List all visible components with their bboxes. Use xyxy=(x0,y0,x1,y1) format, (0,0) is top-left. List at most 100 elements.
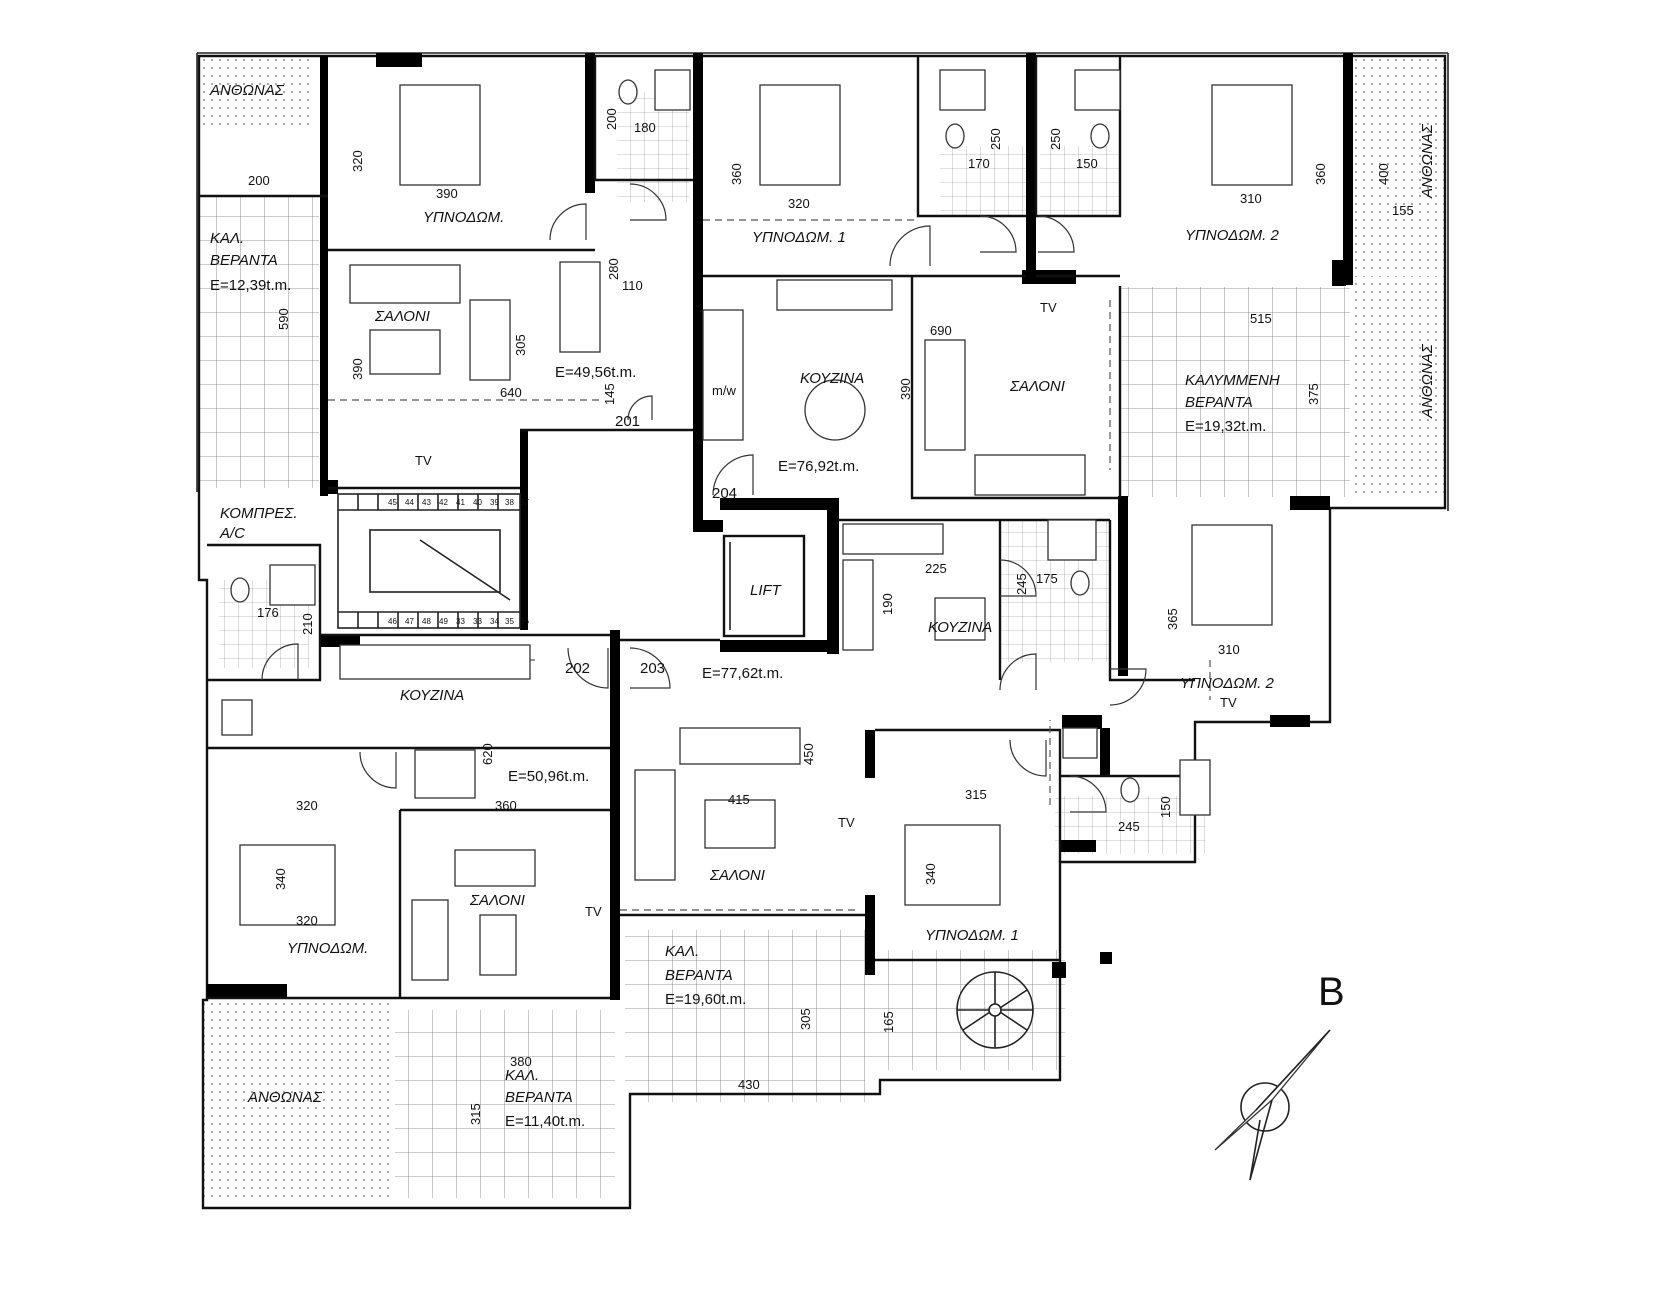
dim: 390 xyxy=(350,358,365,380)
dim: 310 xyxy=(1218,642,1240,657)
stair-number: 34 xyxy=(490,617,499,626)
dim: 415 xyxy=(728,792,750,807)
dim: 180 xyxy=(634,120,656,135)
label-anthonas-right-top: ΑΝΘΩΝΑΣ xyxy=(1419,123,1436,199)
label-mw: m/w xyxy=(712,383,736,398)
label-anthonas-right-mid: ΑΝΘΩΝΑΣ xyxy=(1419,343,1436,419)
area-veranda-d: E=11,40t.m. xyxy=(505,1113,585,1130)
dim: 250 xyxy=(988,128,1003,150)
spiral-stair xyxy=(956,971,1034,1049)
label-veranda-c-2: ΒΕΡΑΝΤΑ xyxy=(665,967,733,984)
label-tv-4: TV xyxy=(838,815,855,830)
dim: 200 xyxy=(248,173,270,188)
label-bedroom-a: ΥΠΝΟΔΩΜ. xyxy=(423,209,504,226)
dim: 225 xyxy=(925,561,947,576)
doors xyxy=(261,183,1147,813)
stair-number: 43 xyxy=(422,498,431,507)
label-compressor-1: ΚΟΜΠΡΕΣ. xyxy=(220,505,298,522)
dim: 320 xyxy=(788,196,810,211)
dim: 250 xyxy=(1048,128,1063,150)
dim: 375 xyxy=(1306,383,1321,405)
dim: 305 xyxy=(798,1008,813,1030)
dim: 310 xyxy=(1240,191,1262,206)
dim: 190 xyxy=(880,593,895,615)
area-labels: E=12,39t.m. E=49,56t.m. E=76,92t.m. E=19… xyxy=(210,277,1266,1130)
label-bedroom-c2: ΥΠΝΟΔΩΜ. 2 xyxy=(1180,675,1275,692)
dim: 380 xyxy=(510,1054,532,1069)
dim: 150 xyxy=(1158,796,1173,818)
label-veranda-b-2: ΒΕΡΑΝΤΑ xyxy=(1185,394,1253,411)
dim: 340 xyxy=(273,868,288,890)
dim: 210 xyxy=(300,613,315,635)
dim: 620 xyxy=(480,743,495,765)
dim: 110 xyxy=(622,278,643,293)
stair-number: 39 xyxy=(490,498,499,507)
stair-number: 42 xyxy=(439,498,448,507)
label-bedroom-d: ΥΠΝΟΔΩΜ. xyxy=(287,940,368,957)
label-kitchen-d: ΚΟΥΖΙΝΑ xyxy=(400,687,464,704)
label-bedroom-b1: ΥΠΝΟΔΩΜ. 1 xyxy=(752,229,846,246)
lift xyxy=(722,534,806,638)
label-kitchen-c: ΚΟΥΖΙΝΑ xyxy=(928,619,992,636)
area-veranda-b: E=19,32t.m. xyxy=(1185,418,1266,435)
flat-203: 203 xyxy=(640,660,665,677)
dim: 515 xyxy=(1250,311,1272,326)
dim: 590 xyxy=(276,308,291,330)
label-bedroom-b2: ΥΠΝΟΔΩΜ. 2 xyxy=(1185,227,1280,244)
stair-number: 47 xyxy=(405,617,414,626)
hatched-areas xyxy=(199,56,1445,1198)
dim: 150 xyxy=(1076,156,1098,171)
stair-number: 49 xyxy=(439,617,448,626)
dim: 430 xyxy=(738,1077,760,1092)
dim: 360 xyxy=(495,798,517,813)
label-veranda-d-1: ΚΑΛ. xyxy=(505,1067,539,1084)
stair-number: 45 xyxy=(388,498,397,507)
dim: 165 xyxy=(881,1011,896,1033)
dim: 640 xyxy=(500,385,522,400)
stair-numbers: 45 44 43 42 41 40 39 38 37 46 47 48 49 3… xyxy=(388,498,529,626)
dim: 200 xyxy=(604,108,619,130)
dim: 175 xyxy=(1036,571,1058,586)
dim: 400 xyxy=(1376,163,1391,185)
flat-201: 201 xyxy=(615,413,640,430)
stair-number: 38 xyxy=(505,498,514,507)
dim: 390 xyxy=(436,186,458,201)
label-anthonas-top-left: ΑΝΘΩΝΑΣ xyxy=(209,82,285,99)
label-tv-1: TV xyxy=(415,453,432,468)
stair-number: 36 xyxy=(520,617,529,626)
label-veranda-a-1: ΚΑΛ. xyxy=(210,230,244,247)
walls xyxy=(207,53,1353,1000)
dim: 690 xyxy=(930,323,952,338)
dim: 155 xyxy=(1392,203,1414,218)
stair-number: 33 xyxy=(473,617,482,626)
stair-number: 35 xyxy=(505,617,514,626)
label-living-b: ΣΑΛΟΝΙ xyxy=(1009,378,1065,395)
stair-number: 44 xyxy=(405,498,414,507)
label-living-c: ΣΑΛΟΝΙ xyxy=(709,867,765,884)
label-tv-5: TV xyxy=(585,904,602,919)
dim: 360 xyxy=(1313,163,1328,185)
dim: 305 xyxy=(513,334,528,356)
dim: 340 xyxy=(923,863,938,885)
dimension-labels: 200 320 390 590 200 180 280 110 305 390 … xyxy=(248,108,1414,1125)
compass-icon xyxy=(1214,1029,1331,1181)
room-labels: ΑΝΘΩΝΑΣ ΑΝΘΩΝΑΣ ΑΝΘΩΝΑΣ ΑΝΘΩΝΑΣ ΥΠΝΟΔΩΜ.… xyxy=(209,82,1436,1106)
label-compressor-2: A/C xyxy=(219,525,245,542)
partitions xyxy=(199,56,1195,1000)
area-veranda-a: E=12,39t.m. xyxy=(210,277,291,294)
area-flat-202: E=50,96t.m. xyxy=(508,768,589,785)
stairs xyxy=(337,493,521,629)
area-flat-204: E=76,92t.m. xyxy=(778,458,859,475)
flat-204: 204 xyxy=(712,485,737,502)
flat-202: 202 xyxy=(565,660,590,677)
label-kitchen-b: ΚΟΥΖΙΝΑ xyxy=(800,370,864,387)
dim: 170 xyxy=(968,156,990,171)
dim: 320 xyxy=(350,150,365,172)
dim: 360 xyxy=(729,163,744,185)
dim: 315 xyxy=(468,1103,483,1125)
label-anthonas-bottom-left: ΑΝΘΩΝΑΣ xyxy=(247,1089,323,1106)
flat-numbers: 201 202 203 204 xyxy=(565,413,737,677)
label-bedroom-c1: ΥΠΝΟΔΩΜ. 1 xyxy=(925,927,1019,944)
label-lift: LIFT xyxy=(750,582,783,599)
